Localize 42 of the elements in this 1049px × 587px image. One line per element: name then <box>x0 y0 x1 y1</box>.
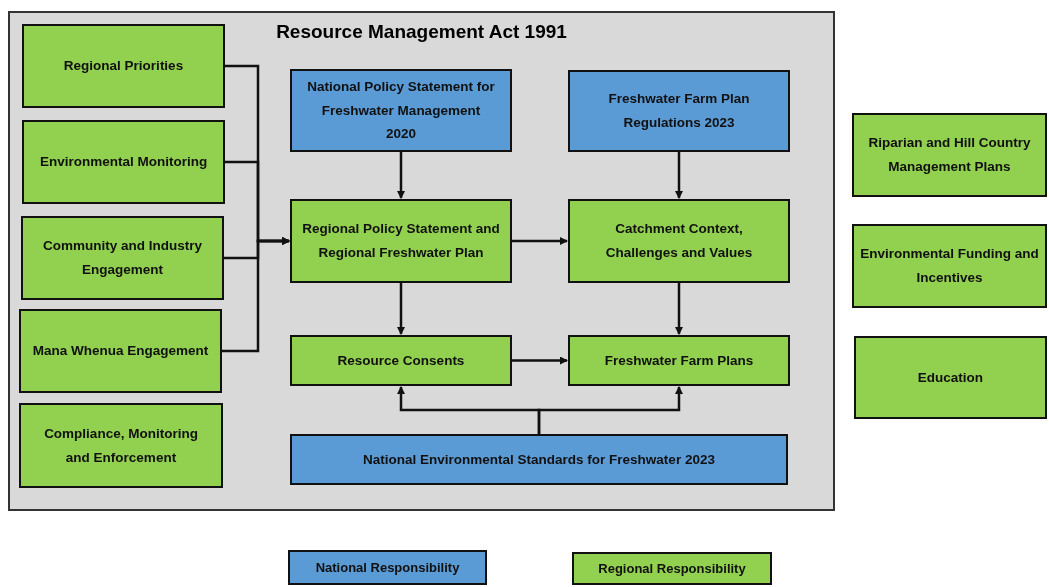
legend-label: National Responsibility <box>315 560 460 575</box>
process-box <box>852 113 1047 197</box>
box-label: Community and Industry Engagement <box>42 237 203 279</box>
arrow <box>512 356 568 365</box>
box-label: Regional Policy Statement and Regional Freshwater Plan <box>301 220 501 262</box>
process-box <box>21 216 224 300</box>
process-box <box>854 336 1047 419</box>
box-label: Freshwater Farm Plan Regulations 2023 <box>607 90 751 132</box>
box-label: National Policy Statement for Freshwater Management 2020 <box>306 78 496 144</box>
box-label: Education <box>917 368 984 387</box>
process-box <box>852 224 1047 308</box>
box-label: Regional Priorities <box>63 57 184 76</box>
act-frame <box>8 11 835 511</box>
box-label: Freshwater Farm Plans <box>604 351 754 370</box>
process-box <box>568 335 790 386</box>
process-box <box>19 403 223 488</box>
frame-heading: Resource Management Act 1991 <box>276 21 567 43</box>
arrow <box>222 237 290 353</box>
box-label: Catchment Context, Challenges and Values <box>604 220 754 262</box>
box-label: Riparian and Hill Country Management Plans <box>867 134 1032 176</box>
arrow <box>537 386 683 434</box>
process-box <box>19 309 222 393</box>
process-box <box>290 335 512 386</box>
box-label: Mana Whenua Engagement <box>32 342 209 361</box>
arrow <box>675 152 683 199</box>
process-box <box>290 434 788 485</box>
process-box <box>568 70 790 152</box>
legend-label: Regional Responsibility <box>598 561 746 576</box>
process-box <box>290 69 512 152</box>
process-box <box>568 199 790 283</box>
box-label: Environmental Funding and Incentives <box>860 245 1039 287</box>
process-box <box>290 199 512 283</box>
box-label: Compliance, Monitoring and Enforcement <box>43 424 199 467</box>
box-label: Environmental Monitoring <box>39 153 208 172</box>
arrow <box>512 237 568 245</box>
arrow <box>397 283 405 335</box>
box-label: National Environmental Standards for Freshwater 2023 <box>363 450 715 469</box>
process-box <box>22 24 225 108</box>
process-box <box>22 120 225 204</box>
arrow <box>397 152 405 199</box>
box-label: Resource Consents <box>337 351 465 370</box>
arrow <box>675 283 683 335</box>
